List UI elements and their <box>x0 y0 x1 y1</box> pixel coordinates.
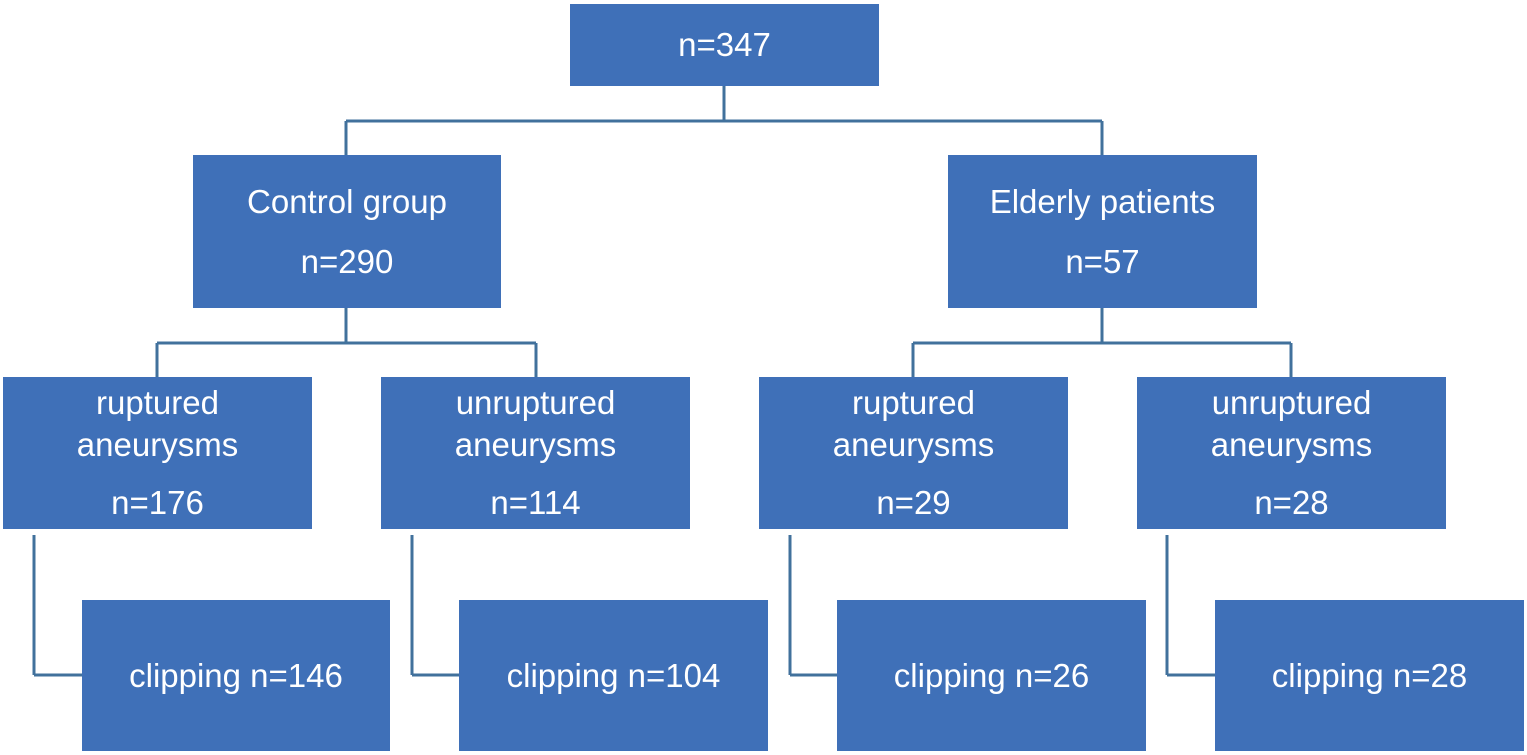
elderly-ruptured-label-1: ruptured <box>852 384 975 421</box>
elderly-unruptured-clipping-count: clipping n=28 <box>1271 656 1468 694</box>
control-unruptured-node: unruptured aneurysms n=114 <box>381 377 690 529</box>
elderly-ruptured-clipping-node: clipping n=26 <box>837 600 1146 751</box>
elderly-ruptured-count: n=29 <box>876 484 951 521</box>
control-group-count: n=290 <box>300 242 394 280</box>
control-unruptured-clipping-node: clipping n=104 <box>459 600 768 751</box>
elderly-unruptured-count: n=28 <box>1254 484 1329 521</box>
control-ruptured-node: ruptured aneurysms n=176 <box>3 377 312 529</box>
control-unruptured-count: n=114 <box>490 484 581 521</box>
elderly-unruptured-label-2: aneurysms <box>1210 426 1373 463</box>
elderly-unruptured-node: unruptured aneurysms n=28 <box>1137 377 1446 529</box>
root-count: n=347 <box>678 26 771 63</box>
elderly-ruptured-clipping-count: clipping n=26 <box>893 656 1090 694</box>
elderly-patients-node: Elderly patients n=57 <box>948 155 1257 308</box>
elderly-patients-count: n=57 <box>1065 242 1140 280</box>
control-ruptured-label-2: aneurysms <box>76 426 239 463</box>
control-ruptured-clipping-node: clipping n=146 <box>82 600 390 751</box>
control-unruptured-clipping-count: clipping n=104 <box>506 656 721 694</box>
elderly-unruptured-clipping-node: clipping n=28 <box>1215 600 1524 751</box>
control-group-node: Control group n=290 <box>193 155 501 308</box>
control-ruptured-label-1: ruptured <box>96 384 219 421</box>
elderly-patients-label: Elderly patients <box>989 182 1216 220</box>
elderly-ruptured-node: ruptured aneurysms n=29 <box>759 377 1068 529</box>
elderly-unruptured-label-1: unruptured <box>1211 384 1372 421</box>
control-unruptured-label-2: aneurysms <box>454 426 617 463</box>
control-unruptured-label-1: unruptured <box>455 384 616 421</box>
root-node: n=347 <box>570 4 879 86</box>
control-ruptured-clipping-count: clipping n=146 <box>129 656 343 694</box>
elderly-ruptured-label-2: aneurysms <box>832 426 995 463</box>
control-ruptured-count: n=176 <box>111 484 204 521</box>
control-group-label: Control group <box>247 182 447 220</box>
